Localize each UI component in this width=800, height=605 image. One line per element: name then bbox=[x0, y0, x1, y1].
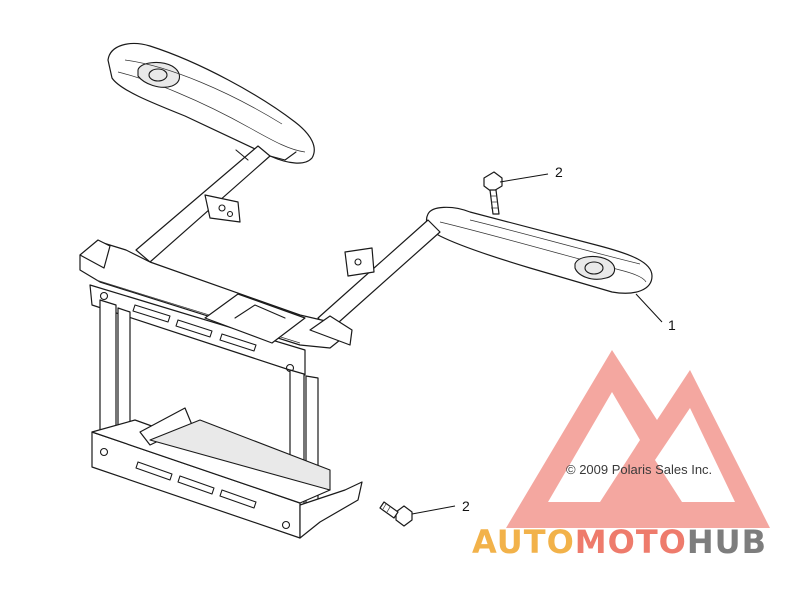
bolt-lower bbox=[379, 501, 413, 527]
watermark-logo bbox=[506, 350, 770, 528]
leader-line-2a bbox=[499, 173, 549, 183]
bolt-upper bbox=[483, 171, 503, 215]
armrest-left bbox=[107, 42, 315, 164]
armrest-right bbox=[425, 206, 653, 294]
watermark-brand-auto: AUTO bbox=[472, 523, 575, 561]
watermark-brand-hub: HUB bbox=[687, 523, 767, 561]
upper-cross-frame bbox=[79, 239, 353, 376]
watermark-brand-moto: MOTO bbox=[575, 523, 687, 561]
callout-2-label-upper: 2 bbox=[555, 164, 563, 180]
lower-frame bbox=[91, 407, 363, 539]
watermark-wordmark: AUTOMOTOHUB bbox=[472, 523, 767, 561]
copyright-text: © 2009 Polaris Sales Inc. bbox=[566, 462, 712, 477]
leader-line-1 bbox=[635, 293, 663, 323]
leader-line-2b bbox=[411, 505, 456, 515]
watermark-triangle-icon bbox=[506, 350, 770, 528]
callout-1-label: 1 bbox=[668, 317, 676, 333]
callout-2-label-lower: 2 bbox=[462, 498, 470, 514]
